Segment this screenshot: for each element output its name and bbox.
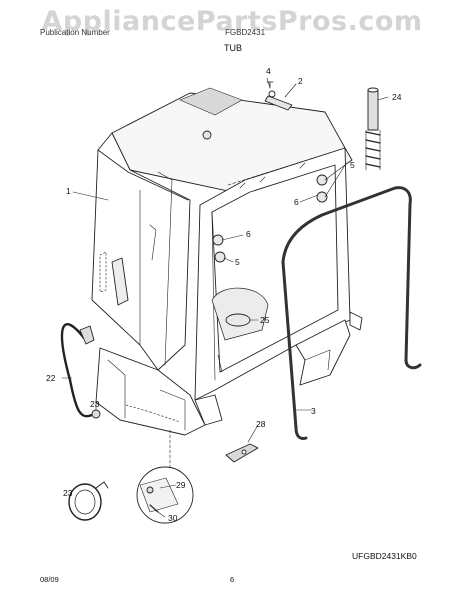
callout-25: 25 <box>260 315 270 325</box>
callout-6-lower: 6 <box>246 229 251 239</box>
inlet-hose <box>60 323 94 418</box>
spring-tube <box>365 87 381 171</box>
door-gasket <box>281 186 422 370</box>
callout-23-detail: 23 <box>63 488 73 498</box>
hose-clamp-detail <box>68 481 109 521</box>
header-model: FGBD2431 <box>225 28 266 37</box>
callout-1: 1 <box>66 186 71 196</box>
footer-page-number: 6 <box>230 575 235 584</box>
fasteners <box>212 174 328 263</box>
callout-6-upper: 6 <box>294 197 299 207</box>
callout-30: 30 <box>168 513 178 523</box>
hose-clamp-main <box>91 409 101 419</box>
callout-2: 2 <box>298 76 303 86</box>
callout-5-upper: 5 <box>350 160 355 170</box>
callout-23-main: 23 <box>90 399 100 409</box>
header-publication: Publication Number <box>40 28 110 37</box>
footer-date: 08/09 <box>40 575 59 584</box>
section-title: TUB <box>224 43 242 53</box>
callout-28: 28 <box>256 419 266 429</box>
callout-5-lower: 5 <box>235 257 240 267</box>
pump-cover <box>225 313 251 327</box>
bracket-part <box>225 443 259 463</box>
watermark: AppliancePartsPros.com <box>41 6 423 37</box>
detail-circle <box>136 429 194 524</box>
tub-base <box>95 347 206 436</box>
callout-24: 24 <box>392 92 402 102</box>
leader-lines <box>61 77 389 518</box>
callout-3: 3 <box>311 406 316 416</box>
callout-22: 22 <box>46 373 56 383</box>
callout-4: 4 <box>266 66 271 76</box>
diagram-code: UFGBD2431KB0 <box>352 551 417 561</box>
callout-29: 29 <box>176 480 186 490</box>
